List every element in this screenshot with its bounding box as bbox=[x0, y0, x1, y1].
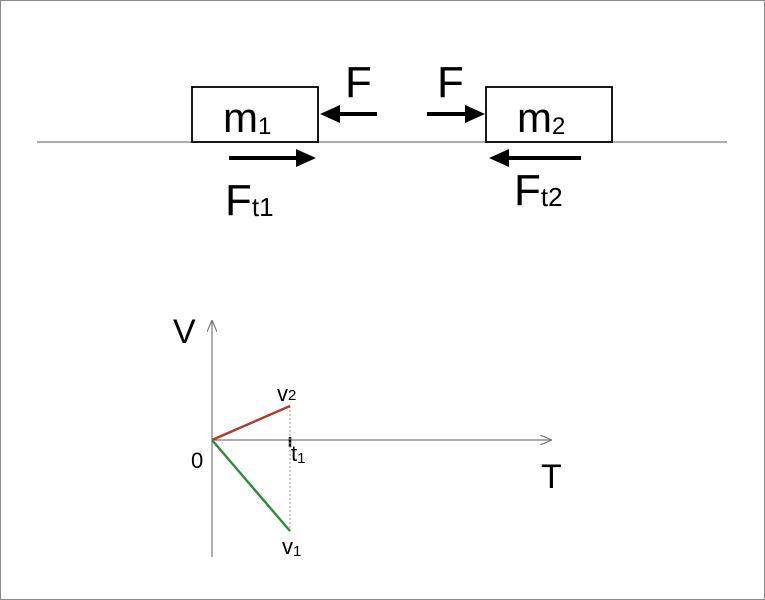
v2-line bbox=[211, 404, 291, 442]
force-arrow-on-m1 bbox=[320, 105, 377, 123]
force-label-1: F bbox=[345, 58, 372, 107]
force-label-2: F bbox=[437, 58, 464, 107]
t1-label: t1 bbox=[291, 441, 305, 467]
origin-label: 0 bbox=[191, 448, 203, 473]
block-m2 bbox=[485, 86, 613, 143]
force-arrow-on-m2 bbox=[427, 105, 485, 123]
block-m1 bbox=[191, 86, 319, 143]
block-m2-label: m2 bbox=[517, 94, 565, 141]
block-m1-label: m1 bbox=[223, 94, 271, 141]
v1-label: v1 bbox=[282, 534, 301, 560]
friction-label-1: Ft1 bbox=[225, 176, 274, 225]
y-axis-label: V bbox=[173, 313, 196, 351]
v1-line bbox=[211, 439, 291, 532]
friction-arrow-m2 bbox=[489, 149, 581, 167]
friction-arrow-m1 bbox=[229, 149, 316, 167]
friction-label-2: Ft2 bbox=[514, 166, 563, 215]
v2-label: v2 bbox=[277, 381, 296, 406]
x-axis-label: T bbox=[541, 458, 562, 496]
